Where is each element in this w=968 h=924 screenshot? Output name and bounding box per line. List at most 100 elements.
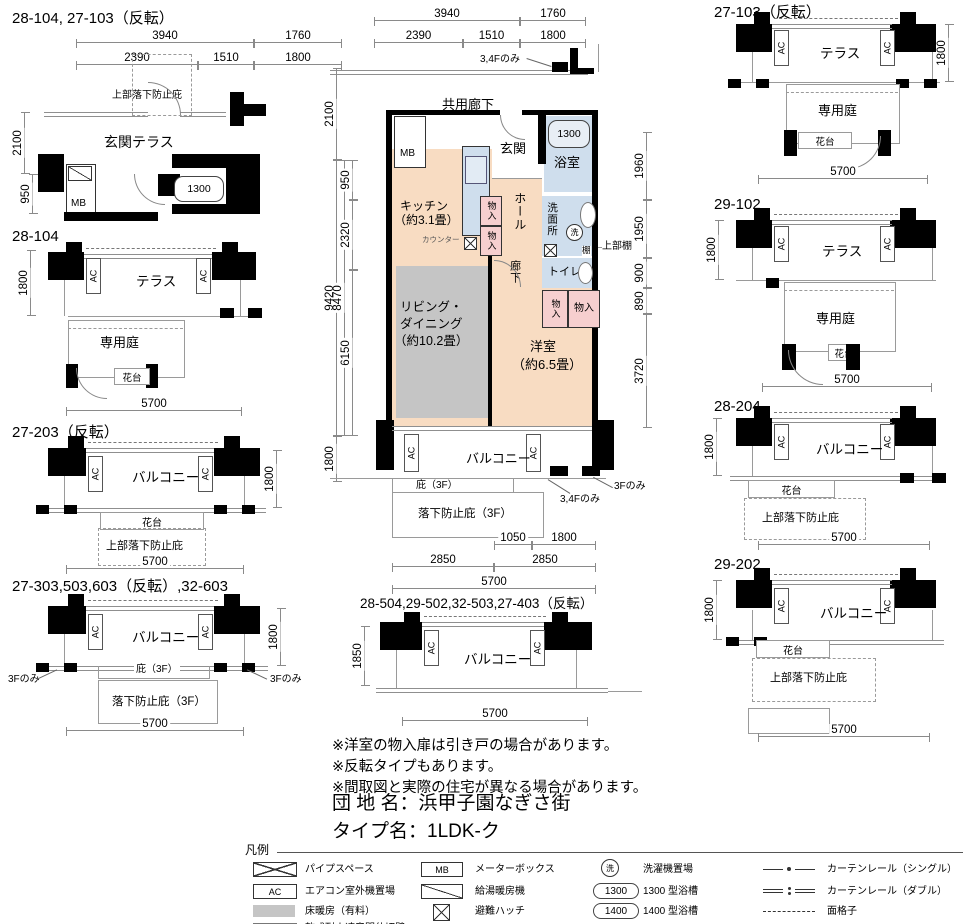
wall-segment [248,308,262,318]
wall-corner [890,24,936,52]
plan-title: 29-102 [714,196,761,213]
curtain-double-icon [795,892,815,893]
plan-28-504-group: 28-504,29-502,32-503,27-403（反転） AC AC バル… [352,596,658,736]
wall-corner [48,606,86,634]
curtain-rail-line [774,574,898,575]
dim-1960: 1960 [634,132,652,200]
wall-corner [544,622,592,650]
legend-hatch-label: 避難ハッチ [475,906,525,917]
wall-corner [214,448,260,476]
room-label-toilet: トイレ [548,266,581,278]
water-heater-icon [68,166,92,181]
wall-corner [890,418,936,446]
terrace-bottom [68,316,258,317]
pillar [754,208,770,220]
wall-segment [538,112,546,164]
wall-top [522,110,598,115]
dim-1800: 1800 [532,532,596,550]
pillar [552,612,568,624]
dim-3940: 3940 [374,8,520,26]
dim-1800: 1800 [324,436,342,482]
legend-wm-label: 洗濯機置場 [643,864,693,875]
hisashi-3f-label: 庇（3F） [414,480,460,492]
dim-1800: 1800 [264,450,282,508]
dim-5700: 5700 [392,576,596,594]
dim-5700: 5700 [66,398,242,416]
pillar [224,594,240,606]
counter-label: カウンター [422,235,460,244]
ac-outdoor-unit-box: AC [880,30,895,66]
closet-monoire: 物入 [568,290,600,328]
wall-segment [756,79,769,88]
ac-outdoor-unit-box: AC [404,434,419,472]
wall-segment [230,92,244,126]
dim-3720: 3720 [634,314,652,428]
canopy-label: 上部落下防止庇 [112,90,182,101]
living-size-label: （約10.2畳） [394,334,469,348]
wall-segment [550,466,568,476]
terrace-edge [64,280,65,316]
window-rail [86,448,214,453]
dim-1760: 1760 [520,8,586,26]
terrace-edge [752,52,753,82]
balcony-edge [64,634,65,666]
wall-segment [64,505,77,514]
lower-area-box [748,708,830,734]
plan-29-202: 29-202 AC AC バルコニー 花台 上部落下防止庇 1800 5700 [700,556,968,742]
legend-floorheat-label: 床暖房（有料） [305,906,375,917]
terrace-edge [752,248,753,280]
window-rail [772,580,892,585]
plan-28-204: 28-204 AC AC バルコニー 花台 上部落下防止庇 1800 5700 [700,398,968,556]
dim-1800: 1800 [704,418,722,476]
water-heater-icon [421,884,463,899]
wall-segment [924,79,937,88]
room-label-terrace: テラス [822,244,863,259]
door-arc [848,136,881,169]
escape-hatch-icon [464,237,477,250]
edge-line [608,691,642,692]
wall-segment [66,364,78,388]
door-arc [134,174,165,205]
toilet-bowl [578,262,593,284]
room-label-genkan-terrace: 玄関テラス [104,134,174,150]
closet-monoire: 物入 [480,226,502,256]
dim-2390: 2390 [76,52,198,70]
legend-ac-label: エアコン室外機置場 [305,886,395,897]
window-rail [180,112,226,117]
dim-5700: 5700 [762,374,932,392]
wall-corner [592,420,614,470]
room-label-garden: 専用庭 [818,103,858,118]
window-rail [772,220,892,225]
note-line: ※反転タイプもあります。 [332,759,503,775]
only-3f-label-left: 3Fのみ [8,674,40,685]
meter-box [394,116,426,168]
mb-label: MB [400,148,415,159]
curtain-double-icon [795,889,815,890]
ac-outdoor-unit-box: AC [86,258,101,294]
private-garden [784,282,896,352]
legend-rule [277,852,963,853]
bedroom-size-label: （約6.5畳） [512,357,583,372]
type-name: タイプ名：1LDK-ク [332,821,500,842]
canopy-dashed-area [752,658,876,702]
pillar [754,568,770,580]
dim-950: 950 [340,160,358,200]
pillar [900,568,916,580]
plan-28-104-27-103: 28-104, 27-103（反転） 3940 1760 2390 1510 1… [8,6,342,228]
ac-outdoor-icon: AC [253,884,297,899]
dim-890: 890 [634,288,652,314]
wall-corner [736,24,772,52]
wall-segment [728,79,741,88]
floor-heating-icon [253,905,295,917]
curtain-rail-line [88,600,218,601]
wall-corner [890,220,936,248]
flower-stand: 花台 [756,640,830,658]
leader-line [526,58,552,67]
garden-dashed [68,328,183,329]
dim-1760: 1760 [254,30,342,48]
balcony-edge [932,446,933,476]
ac-outdoor-unit-box: AC [880,226,895,262]
legend-title: 凡例 [245,843,270,857]
dim-2390: 2390 [374,30,463,48]
pillar [404,612,420,624]
